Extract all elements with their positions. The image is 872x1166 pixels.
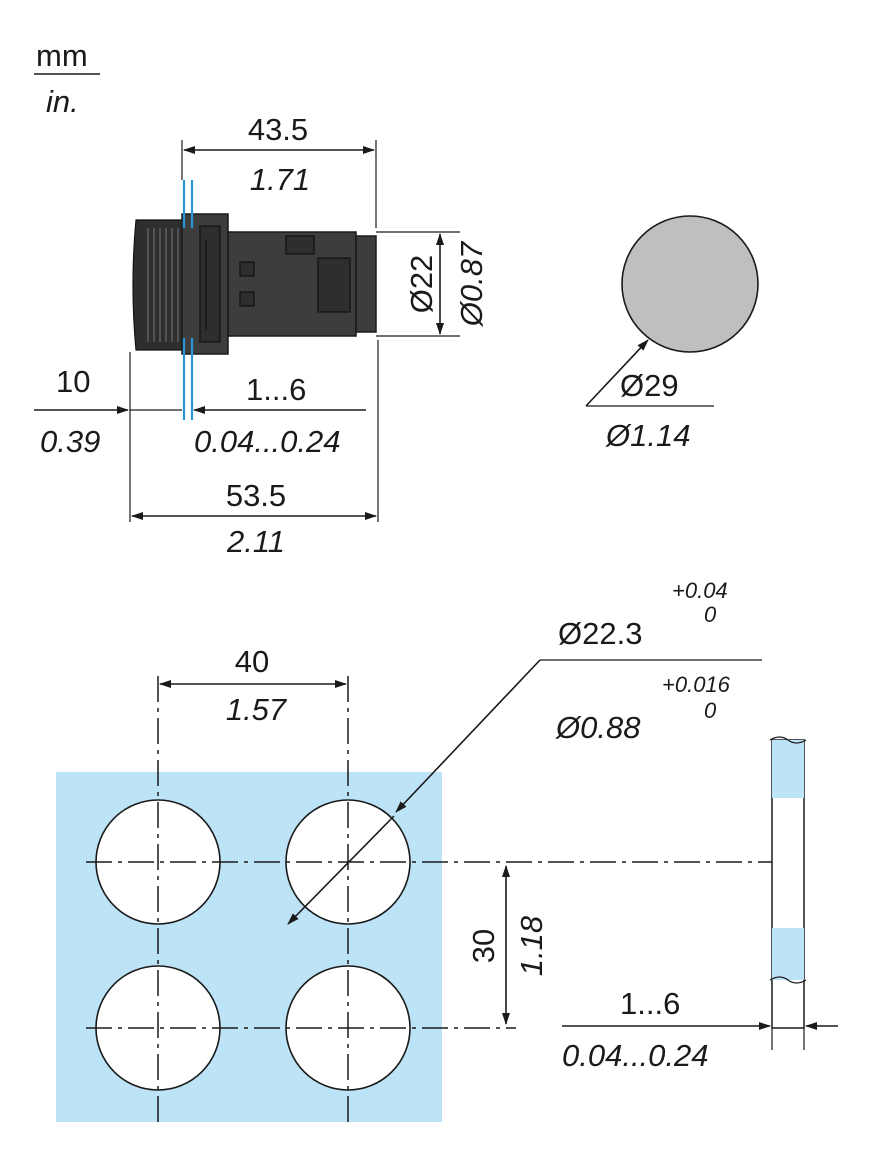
unit-legend: mm in. — [34, 38, 100, 119]
unit-inch-label: in. — [46, 84, 79, 119]
hspacing-in-label: 1.57 — [226, 692, 288, 727]
panel-section-top — [772, 740, 804, 798]
rear-connector — [355, 235, 377, 333]
hole-diameter-mm-tol-lower: 0 — [704, 602, 717, 627]
hole-diameter-leader — [395, 659, 541, 813]
terminal-block — [317, 257, 351, 313]
hole-diameter-diagonal — [287, 815, 395, 925]
length-mm-label: 43.5 — [248, 112, 308, 147]
bezel-head — [132, 219, 183, 351]
unit-mm-label: mm — [36, 38, 88, 73]
hole-diameter-in-label: Ø0.88 — [555, 710, 641, 745]
head-diameter-mm-label: Ø29 — [620, 368, 679, 403]
vspacing-in-label: 1.18 — [514, 915, 549, 976]
vspacing-mm-label: 30 — [466, 929, 501, 963]
bezel-knurling — [147, 228, 179, 342]
hole-diameter-in-tol-upper: +0.016 — [662, 672, 731, 697]
front-view: Ø29 Ø1.14 — [585, 215, 759, 453]
hspacing-mm-label: 40 — [235, 644, 269, 679]
section-thickness-in-label: 0.04...0.24 — [562, 1038, 709, 1073]
total-length-mm-label: 53.5 — [226, 478, 286, 513]
cutout-view: 40 1.57 30 1.18 Ø22.3 +0.04 0 Ø0.88 +0.0… — [56, 578, 838, 1122]
diameter-mm-label: Ø22 — [404, 255, 439, 314]
diameter-in-label: Ø0.87 — [454, 240, 489, 327]
length-in-label: 1.71 — [250, 162, 310, 197]
panel-section-bottom — [772, 928, 804, 980]
head-face — [621, 215, 759, 353]
hole-diameter-in-tol-lower: 0 — [704, 698, 717, 723]
panel-thickness-mm-label: 1...6 — [246, 372, 306, 407]
side-view: 43.5 1.71 Ø22 Ø0.87 10 0.39 1...6 0.04..… — [34, 112, 489, 559]
body-slot — [285, 235, 315, 255]
head-diameter-leader — [585, 339, 649, 407]
head-depth-mm-label: 10 — [56, 364, 90, 399]
body-tab-2 — [239, 291, 255, 307]
body-tab-1 — [239, 261, 255, 277]
head-diameter-in-label: Ø1.14 — [605, 418, 690, 453]
head-depth-in-label: 0.39 — [40, 424, 100, 459]
hole-diameter-mm-label: Ø22.3 — [558, 616, 642, 651]
section-thickness-mm-label: 1...6 — [620, 986, 680, 1021]
hole-diameter-mm-tol-upper: +0.04 — [672, 578, 728, 603]
nut-detail — [199, 225, 221, 343]
total-length-in-label: 2.11 — [226, 524, 285, 559]
panel-thickness-in-label: 0.04...0.24 — [194, 424, 341, 459]
